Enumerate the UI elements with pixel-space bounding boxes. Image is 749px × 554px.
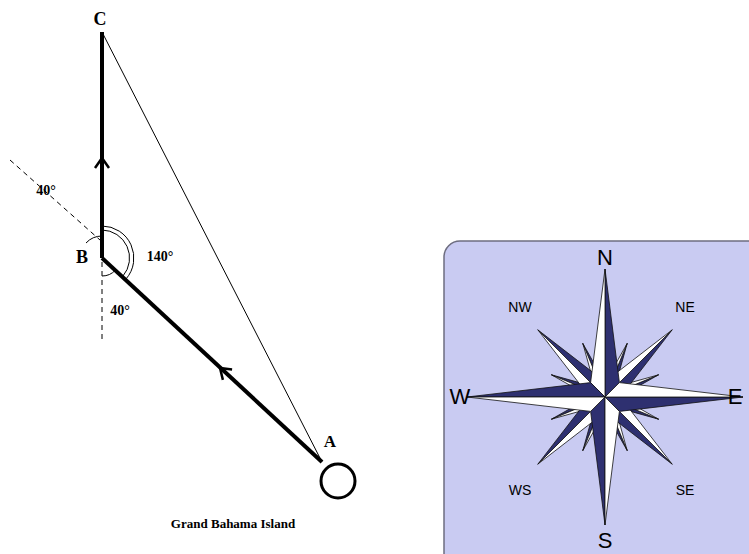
compass-background <box>444 241 749 554</box>
dashed-north-line <box>102 262 103 342</box>
point-label: C <box>94 10 107 28</box>
island-circle <box>321 464 355 498</box>
angle-arc <box>102 226 134 279</box>
compass-rose <box>443 240 749 554</box>
compass-direction: NE <box>675 300 694 314</box>
angle-arc <box>86 236 102 243</box>
compass-point <box>605 397 743 411</box>
point-label: A <box>324 433 336 450</box>
angle-arc <box>102 270 116 276</box>
angle-label: 140° <box>147 250 174 264</box>
compass-point <box>605 383 743 397</box>
leg-bc <box>100 32 104 258</box>
return-line <box>102 32 322 462</box>
dashed-extension <box>10 160 100 240</box>
compass-direction: S <box>598 530 613 552</box>
compass-direction: W <box>450 386 471 408</box>
direction-arrow <box>95 158 109 168</box>
direction-arrow <box>220 368 232 380</box>
compass-direction: WS <box>509 483 532 497</box>
compass-point <box>605 397 619 525</box>
compass-point <box>591 269 605 397</box>
compass-panel: N NE E SE S WS W NW <box>443 240 749 554</box>
compass-point <box>467 397 605 411</box>
compass-direction: N <box>597 247 613 269</box>
compass-direction: NW <box>508 300 531 314</box>
place-name: Grand Bahama Island <box>171 517 295 530</box>
compass-point <box>591 397 605 525</box>
leg-ab <box>102 258 322 462</box>
angle-label: 40° <box>110 304 130 318</box>
compass-point <box>605 269 619 397</box>
point-label: B <box>76 248 88 266</box>
compass-direction: E <box>728 386 743 408</box>
angle-label: 40° <box>36 184 56 198</box>
compass-point <box>467 383 605 397</box>
compass-direction: SE <box>676 483 695 497</box>
